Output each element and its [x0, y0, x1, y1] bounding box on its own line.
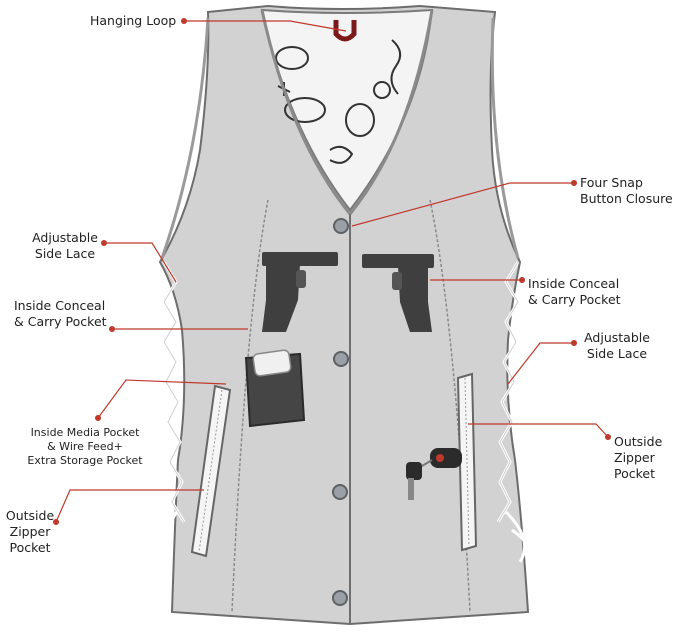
pistol-icon [362, 254, 434, 332]
zipper-pocket-right [456, 372, 478, 552]
callout-media-pocket: Inside Media Pocket & Wire Feed+ Extra S… [27, 426, 143, 467]
callout-inside-conceal-right: Inside Conceal & Carry Pocket [528, 276, 621, 307]
callout-outside-zipper-right: Outside Zipper Pocket [614, 434, 663, 481]
zipper-pocket-left [190, 384, 232, 558]
callout-snap-closure: Four Snap Button Closure [580, 175, 673, 206]
hanging-loop [333, 20, 357, 42]
snap-buttons [332, 218, 349, 606]
callout-hanging-loop: Hanging Loop [90, 13, 177, 28]
side-lace-right [496, 261, 535, 567]
callout-inside-conceal-left: Inside Conceal & Carry Pocket [14, 298, 107, 329]
leader-dots [53, 18, 611, 525]
leader-lines [55, 20, 609, 523]
callout-outside-zipper-left: Outside Zipper Pocket [5, 508, 55, 555]
callout-adjustable-lace-right: Adjustable Side Lace [584, 330, 650, 361]
paisley-pattern [275, 39, 402, 164]
media-pocket [244, 349, 306, 428]
phone-icon [252, 349, 292, 377]
car-key-icon [406, 448, 462, 500]
callout-adjustable-lace-left: Adjustable Side Lace [32, 230, 98, 261]
side-lace-left [154, 261, 186, 567]
pistol-icon [262, 252, 338, 332]
